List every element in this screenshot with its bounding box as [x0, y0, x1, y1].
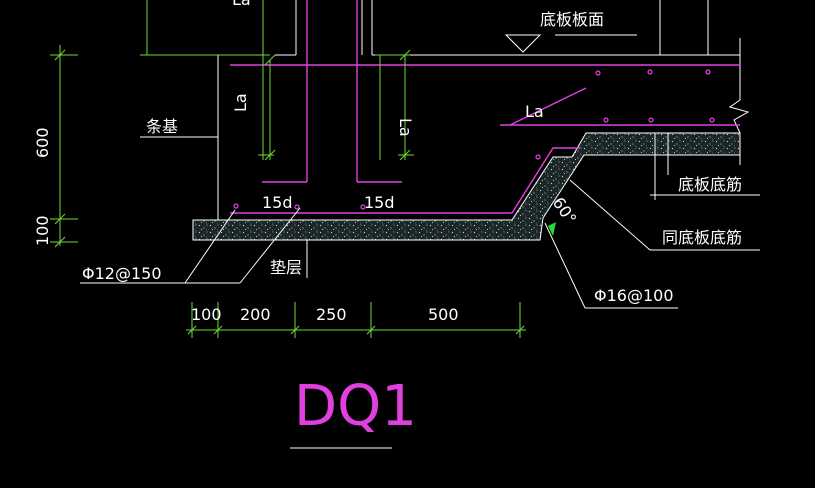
- dim-600-label: 600: [33, 127, 52, 158]
- leader-lines: [80, 136, 760, 449]
- la-left-label: La: [231, 93, 250, 112]
- cushion-label: 垫层: [270, 258, 302, 277]
- concrete-outline: [217, 0, 750, 220]
- la-top-label: La: [232, 0, 251, 9]
- drawing-title: DQ1: [294, 374, 417, 439]
- dim-250-label: 250: [316, 305, 347, 324]
- dimension-lines: [50, 0, 526, 338]
- slab-bottom-bar-label: 底板底筋: [678, 175, 742, 194]
- strip-foundation-label: 条基: [146, 117, 178, 136]
- dim-500-label: 500: [428, 305, 459, 324]
- hook-right-label: 15d: [364, 193, 395, 212]
- la-slab-label: La: [525, 102, 544, 121]
- angle-marker: [548, 222, 556, 236]
- bar-dots: [233, 69, 715, 210]
- la-right-label: La: [396, 118, 415, 137]
- dim-200-label: 200: [240, 305, 271, 324]
- cushion-layer: [192, 132, 741, 241]
- dim-100-label: 100: [191, 305, 222, 324]
- dim-100-vertical-label: 100: [33, 215, 52, 246]
- rebar-right-label: Φ16@100: [594, 286, 674, 305]
- rebars: [230, 0, 740, 214]
- same-as-slab-bottom-label: 同底板底筋: [662, 228, 742, 247]
- rebar-left-label: Φ12@150: [82, 264, 162, 283]
- hook-left-label: 15d: [262, 193, 293, 212]
- slab-top-label: 底板板面: [540, 10, 604, 29]
